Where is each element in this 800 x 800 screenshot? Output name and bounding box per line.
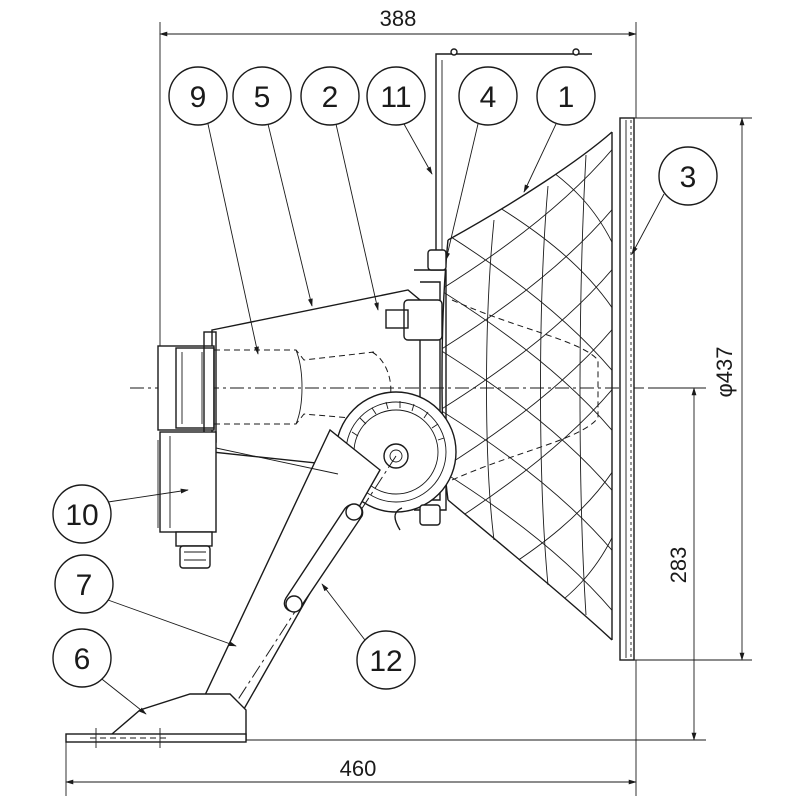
base-plate <box>65 693 247 748</box>
bubble-4-label: 4 <box>480 81 497 114</box>
dimension-diameter-label: φ437 <box>712 347 737 398</box>
bubble-6-label: 6 <box>74 643 91 676</box>
bubble-6: 6 <box>52 628 112 688</box>
bubble-2-label: 2 <box>322 81 339 114</box>
leader-lines <box>97 123 665 715</box>
bubble-11: 11 <box>366 66 426 126</box>
dimension-top-width-label: 388 <box>380 6 417 31</box>
reflector-basket <box>441 131 613 641</box>
bubble-10: 10 <box>52 484 112 544</box>
front-rim <box>619 117 635 661</box>
bubble-4: 4 <box>458 66 518 126</box>
bubble-5-label: 5 <box>254 81 271 114</box>
bubble-2: 2 <box>300 66 360 126</box>
rear-ballast <box>157 331 217 443</box>
dimension-bottom-width-label: 460 <box>340 756 377 781</box>
bubble-3: 3 <box>658 146 718 206</box>
bubble-7: 7 <box>54 554 114 614</box>
bubble-11-label: 11 <box>380 81 411 114</box>
bubble-10-label: 10 <box>65 499 98 532</box>
dimension-diameter: φ437 <box>632 117 752 661</box>
dimension-height-label: 283 <box>666 547 691 584</box>
dimension-bottom-width: 460 <box>65 660 637 796</box>
bubble-9: 9 <box>168 66 228 126</box>
support-arm <box>196 428 397 736</box>
dimension-top-width: 388 <box>159 6 637 350</box>
bubble-7-label: 7 <box>76 569 93 602</box>
bubble-3-label: 3 <box>680 161 697 194</box>
junction-box <box>157 431 217 569</box>
bubble-9-label: 9 <box>190 81 207 114</box>
bubble-1-label: 1 <box>558 81 575 114</box>
cable-rod <box>427 48 592 271</box>
bubble-12: 12 <box>356 630 416 690</box>
bubble-1: 1 <box>536 66 596 126</box>
bubble-5: 5 <box>232 66 292 126</box>
bubble-12-label: 12 <box>369 645 402 678</box>
dimension-height: 283 <box>246 387 706 741</box>
